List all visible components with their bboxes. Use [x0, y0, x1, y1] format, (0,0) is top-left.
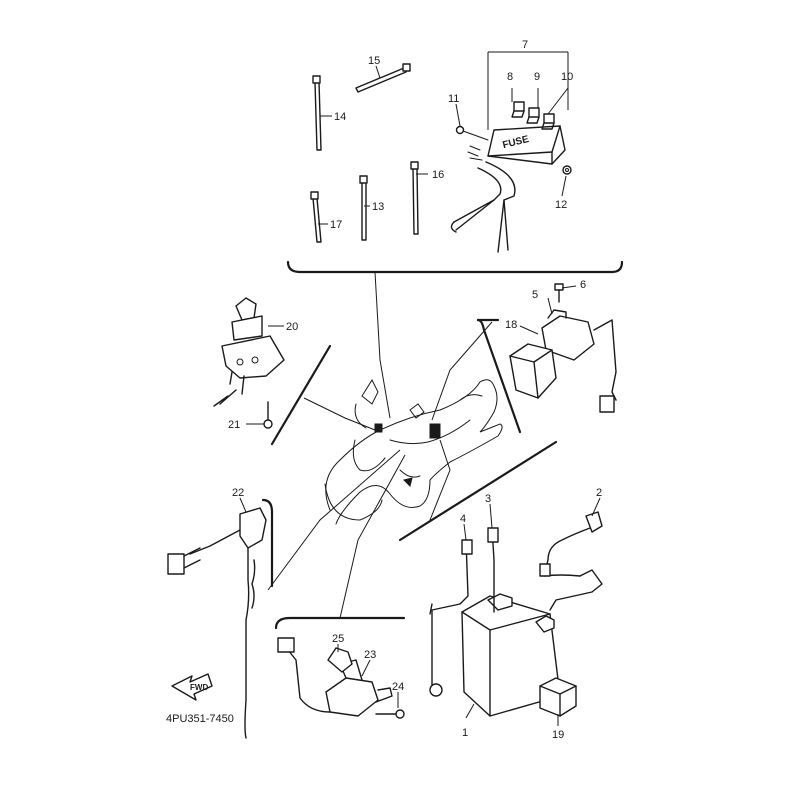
wire-harness-tube [450, 161, 516, 253]
strap-14 [312, 75, 322, 151]
leader-sensor-group [339, 454, 406, 619]
fuse-10 [541, 113, 555, 130]
bracket-25 [327, 647, 353, 673]
callout-1: 1 [462, 727, 468, 739]
callout-11: 11 [448, 93, 459, 105]
relay-19 [539, 677, 577, 717]
callout-13: 13 [372, 201, 384, 213]
callout-15: 15 [368, 55, 380, 67]
motorcycle-frame [324, 378, 503, 525]
battery-group-divider [398, 440, 558, 542]
callout-25: 25 [332, 633, 344, 645]
callout-8: 8 [507, 71, 513, 83]
callout-7: 7 [522, 39, 528, 51]
strap-15 [355, 63, 411, 93]
strap-17 [310, 191, 322, 243]
sensor-group-frame [274, 616, 406, 630]
drawing-code: 4PU351-7450 [166, 713, 234, 725]
leader-battery-group [429, 439, 451, 521]
callout-22: 22 [232, 487, 244, 499]
fuse-label: FUSE [502, 134, 531, 151]
left-group-divider [270, 344, 332, 446]
callout-18: 18 [505, 319, 517, 331]
battery-cable-2 [539, 511, 603, 611]
callout-leaders [239, 65, 601, 726]
relay-18 [509, 343, 557, 399]
fuse-bracket-7 [487, 51, 569, 130]
fuse-9 [526, 107, 540, 124]
screw-11 [455, 125, 489, 141]
battery-cable-3 [487, 527, 499, 613]
forward-arrow-icon: FWD [171, 673, 213, 701]
callout-24: 24 [392, 681, 404, 693]
top-group-bracket [286, 260, 624, 274]
callout-20: 20 [286, 321, 298, 333]
fuse-box-assembly: FUSE [467, 125, 566, 165]
callout-21: 21 [228, 419, 240, 431]
battery-cable-4 [429, 539, 473, 697]
callout-10: 10 [561, 71, 573, 83]
fuse-8 [511, 101, 525, 118]
leader-top-group [374, 271, 391, 419]
callout-5: 5 [532, 289, 538, 301]
leader-relay-group [431, 321, 493, 421]
callout-14: 14 [334, 111, 346, 123]
callout-2: 2 [596, 487, 602, 499]
callout-4: 4 [460, 513, 466, 525]
callout-17: 17 [330, 219, 342, 231]
callout-23: 23 [364, 649, 376, 661]
callout-3: 3 [485, 493, 491, 505]
ignition-coil [167, 507, 267, 739]
main-switch [213, 297, 285, 407]
leader-cdi-group [267, 449, 401, 591]
bolt-21 [263, 401, 273, 429]
fwd-label: FWD [190, 683, 208, 692]
screw-6 [554, 283, 564, 303]
callout-12: 12 [555, 199, 567, 211]
callout-16: 16 [432, 169, 444, 181]
leader-left-group [303, 397, 376, 431]
nut-12 [562, 165, 572, 175]
callout-19: 19 [552, 729, 564, 741]
strap-13 [359, 175, 368, 241]
callout-9: 9 [534, 71, 540, 83]
cdi-group-frame [261, 498, 274, 588]
callout-6: 6 [580, 279, 586, 291]
strap-16 [410, 161, 419, 235]
bolt-24 [375, 709, 405, 719]
